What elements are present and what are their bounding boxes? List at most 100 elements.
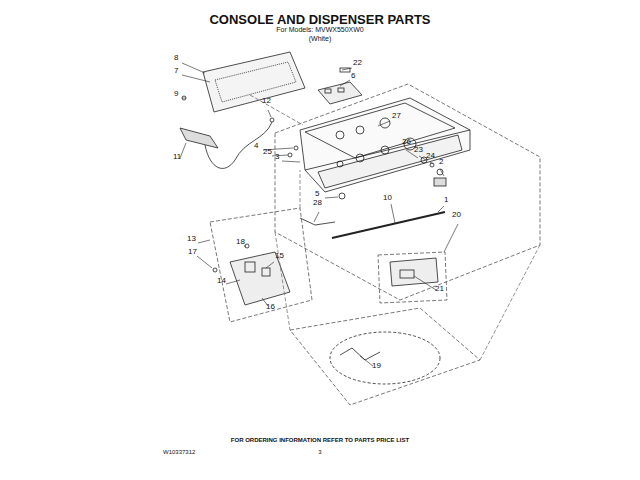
drawing-stroke xyxy=(272,155,288,156)
drawing-stroke xyxy=(215,62,296,102)
drawing-stroke xyxy=(275,232,290,330)
drawing-stroke xyxy=(337,161,343,167)
drawing-stroke xyxy=(434,178,446,186)
callout-number: 6 xyxy=(351,71,355,80)
callout-number: 23 xyxy=(414,145,423,154)
drawing-stroke xyxy=(182,98,186,99)
drawing-stroke xyxy=(360,356,373,366)
drawing-stroke xyxy=(198,240,210,243)
drawing-stroke xyxy=(266,262,274,268)
drawing-stroke xyxy=(245,244,249,248)
callout-number: 1 xyxy=(444,195,448,204)
drawing-stroke xyxy=(226,280,240,284)
drawing-stroke xyxy=(180,128,218,148)
callout-number: 10 xyxy=(383,193,392,202)
callout-number: 20 xyxy=(452,210,461,219)
callout-number: 3 xyxy=(275,152,279,161)
callout-number: 7 xyxy=(174,66,178,75)
drawing-stroke xyxy=(210,208,312,322)
callout-number: 26 xyxy=(402,137,411,146)
drawing-stroke xyxy=(356,126,364,134)
drawing-stroke xyxy=(270,118,274,122)
drawing-stroke xyxy=(262,268,270,276)
drawing-stroke xyxy=(332,212,445,238)
drawing-stroke xyxy=(339,193,345,199)
drawing-stroke xyxy=(182,75,210,82)
model-subtitle: For Models: MVWX550XW0 xyxy=(276,25,364,34)
leader-lines xyxy=(180,63,458,366)
callout-number: 2 xyxy=(439,157,443,166)
callout-number: 21 xyxy=(435,284,444,293)
drawing-stroke xyxy=(378,252,447,303)
callout-number: 27 xyxy=(392,111,401,120)
drawing-stroke xyxy=(197,256,212,268)
callout-number: 22 xyxy=(353,58,362,67)
drawing-stroke xyxy=(250,95,303,125)
callout-number: 15 xyxy=(275,251,284,260)
callout-number: 11 xyxy=(173,152,181,161)
drawing-stroke xyxy=(230,252,290,305)
callout-number: 8 xyxy=(174,53,178,62)
drawing-stroke xyxy=(300,98,470,192)
drawing-stroke xyxy=(318,82,362,104)
drawing-stroke xyxy=(356,154,364,162)
drawing-stroke xyxy=(338,88,344,92)
drawing-stroke xyxy=(314,212,319,222)
drawing-stroke xyxy=(336,131,344,139)
drawing-stroke xyxy=(378,121,390,126)
drawing-stroke xyxy=(444,224,458,252)
callout-number: 13 xyxy=(187,234,196,243)
document-number: 3 xyxy=(318,448,321,457)
drawing-stroke xyxy=(342,68,352,70)
drawing-stroke xyxy=(400,270,414,278)
drawing-stroke xyxy=(294,146,298,150)
callout-number: 9 xyxy=(174,89,178,98)
document-number: W10337312 xyxy=(163,448,195,457)
drawing-stroke xyxy=(440,169,444,176)
drawing-stroke xyxy=(318,135,462,188)
callout-number: 4 xyxy=(254,141,258,150)
callout-number: 25 xyxy=(263,147,272,156)
drawing-stroke xyxy=(282,161,300,162)
drawing-stroke xyxy=(300,218,335,225)
drawing-stroke xyxy=(330,332,440,384)
drawing-stroke xyxy=(182,63,205,73)
drawing-stroke xyxy=(390,258,438,286)
exploded-view xyxy=(180,52,540,405)
callout-number: 28 xyxy=(313,198,322,207)
drawing-stroke xyxy=(213,268,217,272)
drawing-stroke xyxy=(391,204,395,223)
callout-number: 17 xyxy=(188,247,197,256)
callout-number: 18 xyxy=(236,237,245,246)
callout-number: 24 xyxy=(426,151,435,160)
callout-number: 16 xyxy=(266,302,275,311)
drawing-stroke xyxy=(245,262,255,272)
drawing-stroke xyxy=(305,103,455,158)
drawing-stroke xyxy=(244,246,246,247)
drawing-stroke xyxy=(340,348,380,360)
drawing-stroke xyxy=(438,206,444,212)
drawing-stroke xyxy=(205,122,272,168)
drawing-stroke xyxy=(182,96,186,100)
drawing-stroke xyxy=(325,89,331,93)
model-subtitle: (White) xyxy=(309,34,332,43)
callout-number: 12 xyxy=(262,96,271,105)
drawing-stroke xyxy=(288,153,292,157)
drawing-stroke xyxy=(430,162,433,164)
drawing-stroke xyxy=(325,197,338,198)
callout-number: 19 xyxy=(372,361,381,370)
drawing-stroke xyxy=(290,308,480,405)
drawing-stroke xyxy=(275,84,540,300)
callout-number: 14 xyxy=(217,276,226,285)
drawing-stroke xyxy=(268,110,271,117)
drawing-stroke xyxy=(203,52,305,112)
drawing-stroke xyxy=(480,245,540,360)
callout-number: 5 xyxy=(315,189,319,198)
drawing-stroke xyxy=(430,163,434,167)
drawing-stroke xyxy=(419,156,426,160)
drawing-stroke xyxy=(414,276,436,290)
drawing-stroke xyxy=(300,170,301,208)
drawing-stroke xyxy=(340,80,350,86)
